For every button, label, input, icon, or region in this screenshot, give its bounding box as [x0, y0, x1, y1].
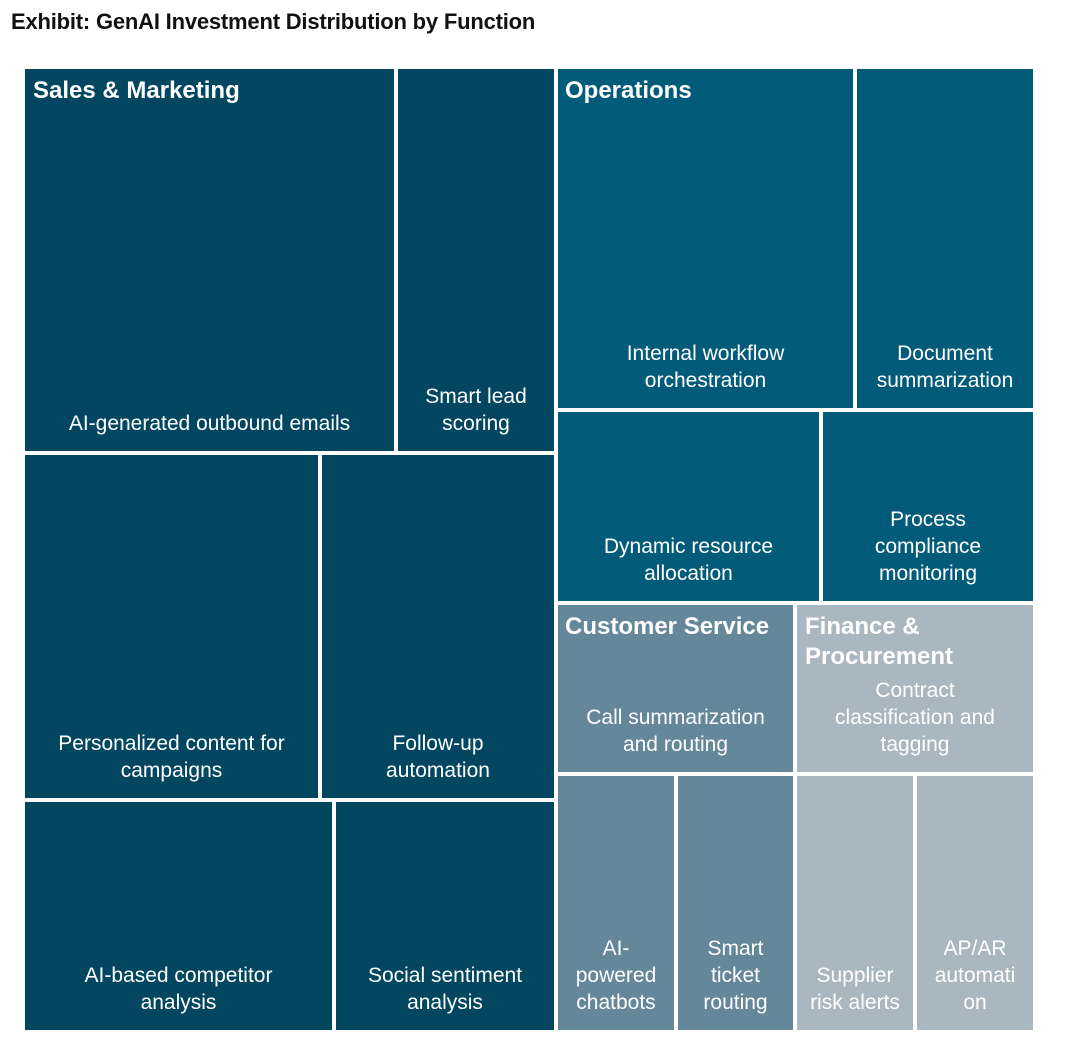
treemap-cell-document-summarization: Document summarization	[857, 69, 1033, 408]
treemap-cell-label: Social sentiment analysis	[367, 964, 523, 1014]
treemap-cell-label: AI-based competitor analysis	[84, 964, 273, 1014]
chart-title: Exhibit: GenAI Investment Distribution b…	[11, 9, 536, 34]
treemap-cell-label: Call summarization and routing	[586, 706, 765, 756]
treemap-cell-personalized-content-for-campaigns: Personalized content for campaigns	[25, 455, 318, 798]
treemap-cell-contract-classification-and-tagging: Contract classification and tagging	[797, 605, 1033, 772]
treemap-cell-label: AI-generated outbound emails	[68, 412, 351, 435]
treemap-cell-ai-generated-outbound-emails: AI-generated outbound emails	[25, 69, 394, 451]
treemap-cell-label: Smart ticket routing	[703, 937, 768, 1014]
treemap-cell-follow-up-automation: Follow-up automation	[322, 455, 554, 798]
treemap-cell-label: Contract classification and tagging	[835, 679, 995, 756]
treemap-cell-label: Dynamic resource allocation	[603, 535, 774, 585]
treemap-cell-label: Supplier risk alerts	[810, 964, 900, 1014]
treemap-cell-process-compliance-monitoring: Process compliance monitoring	[823, 412, 1033, 601]
treemap-cell-smart-lead-scoring: Smart lead scoring	[398, 69, 554, 451]
treemap-cell-label: Follow-up automation	[386, 732, 490, 782]
treemap-cell-call-summarization-and-routing: Call summarization and routing	[558, 605, 793, 772]
treemap-cell-ai-based-competitor-analysis: AI-based competitor analysis	[25, 802, 332, 1030]
treemap-cell-label: Process compliance monitoring	[874, 508, 982, 585]
treemap-cell-internal-workflow-orchestration: Internal workflow orchestration	[558, 69, 853, 408]
group-label-finance-and-procurement: Finance & Procurement	[805, 613, 954, 670]
treemap-cell-label: Document summarization	[876, 342, 1014, 392]
treemap-cell-ap-ar-automation: AP/AR automati on	[917, 776, 1033, 1030]
group-label-operations: Operations	[565, 77, 692, 104]
treemap-cell-label: Personalized content for campaigns	[58, 732, 285, 782]
treemap-cell-label: AI- powered chatbots	[575, 937, 657, 1014]
treemap-cell-label: Internal workflow orchestration	[626, 342, 785, 392]
group-label-sales-and-marketing: Sales & Marketing	[33, 77, 240, 104]
treemap-cell-label: AP/AR automati on	[934, 937, 1016, 1014]
treemap-cell-ai-powered-chatbots: AI- powered chatbots	[558, 776, 674, 1030]
treemap-cell-dynamic-resource-allocation: Dynamic resource allocation	[558, 412, 819, 601]
treemap-cell-social-sentiment-analysis: Social sentiment analysis	[336, 802, 554, 1030]
treemap-cell-supplier-risk-alerts: Supplier risk alerts	[797, 776, 913, 1030]
treemap-cell-label: Smart lead scoring	[425, 385, 527, 435]
group-label-customer-service: Customer Service	[565, 613, 770, 640]
treemap-cell-smart-ticket-routing: Smart ticket routing	[678, 776, 793, 1030]
